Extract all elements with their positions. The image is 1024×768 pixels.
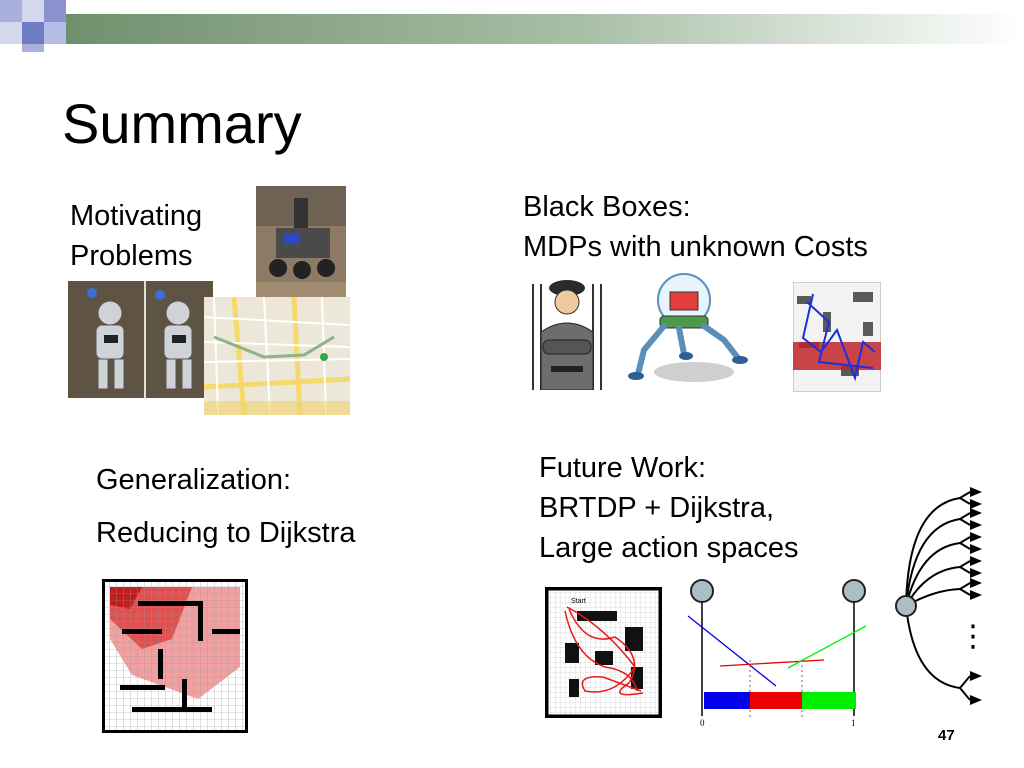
page-number: 47 [938,727,955,744]
police-officer-image [527,274,607,390]
mars-rover-image [256,186,346,298]
action-tree-diagram: ⋮ [895,487,988,705]
start-label: Start [571,598,586,605]
axis-min-label: 0 [700,718,705,728]
grid-heatmap-image [102,579,248,733]
black-boxes-line1: Black Boxes: [523,191,691,223]
motivating-label: Motivating Problems [70,196,202,276]
axis-max-label: 1 [851,718,856,728]
left-node [690,579,714,603]
robot-walker-image [624,270,752,386]
future-work-line2: BRTDP + Dijkstra, [539,492,775,524]
black-boxes-line2: MDPs with unknown Costs [523,231,868,263]
generalization-line1: Generalization: [96,464,292,496]
future-work-line1: Future Work: [539,452,707,484]
red-segment [750,692,802,709]
header-bar [0,0,1024,52]
ellipsis: ⋮ [958,619,988,654]
future-work-label: Future Work: BRTDP + Dijkstra, Large act… [539,448,799,568]
blue-segment [704,692,750,709]
future-work-line3: Large action spaces [539,532,799,564]
interval-plot: 0 1 [687,579,867,728]
motivating-line1: Motivating [70,200,203,232]
slide-title: Summary [62,92,302,155]
black-boxes-label: Black Boxes: MDPs with unknown Costs [523,187,868,267]
motivating-line2: Problems [70,240,193,272]
start-maze-image: Start [545,587,662,718]
street-map-image [204,297,350,415]
generalization-line2: Reducing to Dijkstra [96,517,356,549]
green-segment [802,692,856,709]
right-node [842,579,866,603]
maze-paths-image [793,282,881,392]
humanoid-robot-image [68,281,213,398]
root-node [895,595,917,617]
